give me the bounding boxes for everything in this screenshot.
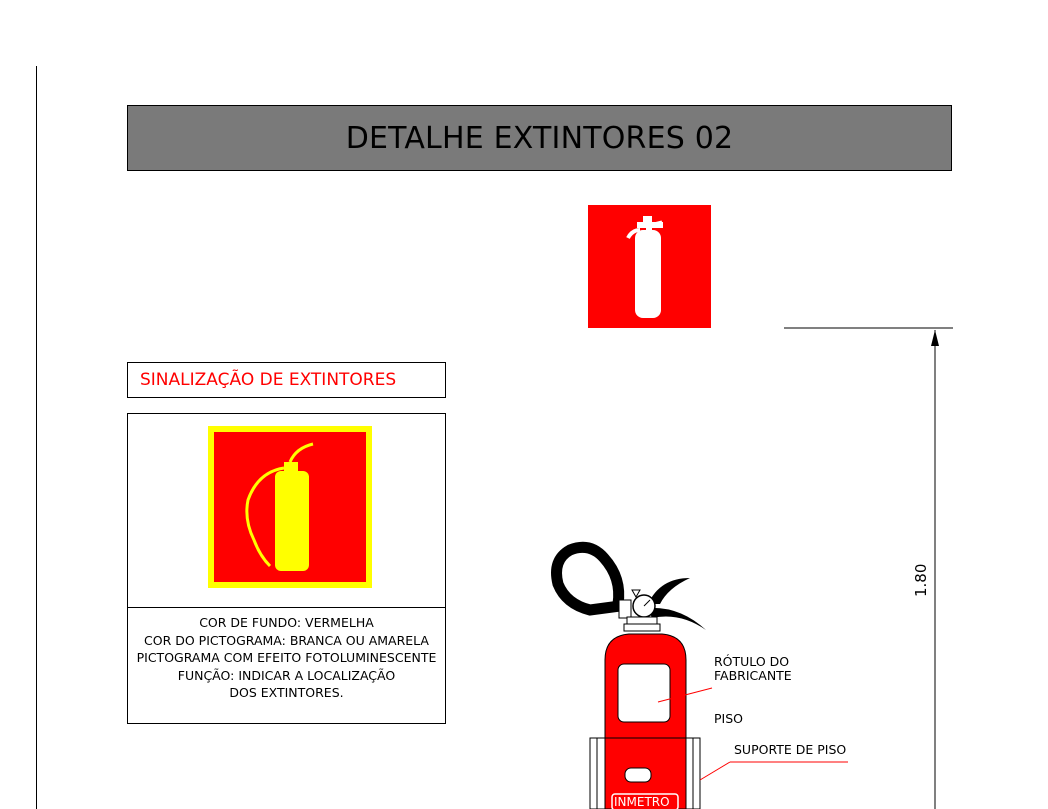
- signage-box: COR DE FUNDO: VERMELHA COR DO PICTOGRAMA…: [127, 413, 446, 724]
- description-line: COR DO PICTOGRAMA: BRANCA OU AMARELA: [144, 632, 429, 648]
- description-line: PICTOGRAMA COM EFEITO FOTOLUMINESCENTE: [136, 650, 437, 665]
- label-piso: PISO: [714, 711, 743, 726]
- description-line: DOS EXTINTORES.: [229, 685, 344, 700]
- label-inmetro: INMETRO: [614, 795, 670, 809]
- description-line: FUNÇÃO: INDICAR A LOCALIZAÇÃO: [177, 667, 396, 683]
- left-border-line: [36, 66, 37, 809]
- signage-pictogram-icon: [208, 426, 372, 588]
- signage-description: COR DE FUNDO: VERMELHA COR DO PICTOGRAMA…: [128, 614, 445, 702]
- label-suporte: SUPORTE DE PISO: [734, 742, 847, 757]
- signage-header: SINALIZAÇÃO DE EXTINTORES: [127, 362, 446, 398]
- page-title: DETALHE EXTINTORES 02: [345, 120, 734, 156]
- label-rotulo-line1: RÓTULO DO: [714, 654, 790, 669]
- divider: [128, 607, 445, 608]
- title-bar: DETALHE EXTINTORES 02: [127, 105, 952, 171]
- label-rotulo-line2: FABRICANTE: [714, 668, 792, 683]
- extinguisher-drawing: [551, 541, 706, 809]
- top-sign-icon: [588, 205, 711, 328]
- dimension-value: 1.80: [912, 563, 930, 597]
- signage-header-text: SINALIZAÇÃO DE EXTINTORES: [140, 370, 397, 390]
- description-line: COR DE FUNDO: VERMELHA: [199, 615, 374, 630]
- dimension-line: [784, 327, 953, 809]
- leader-lines: [657, 687, 848, 781]
